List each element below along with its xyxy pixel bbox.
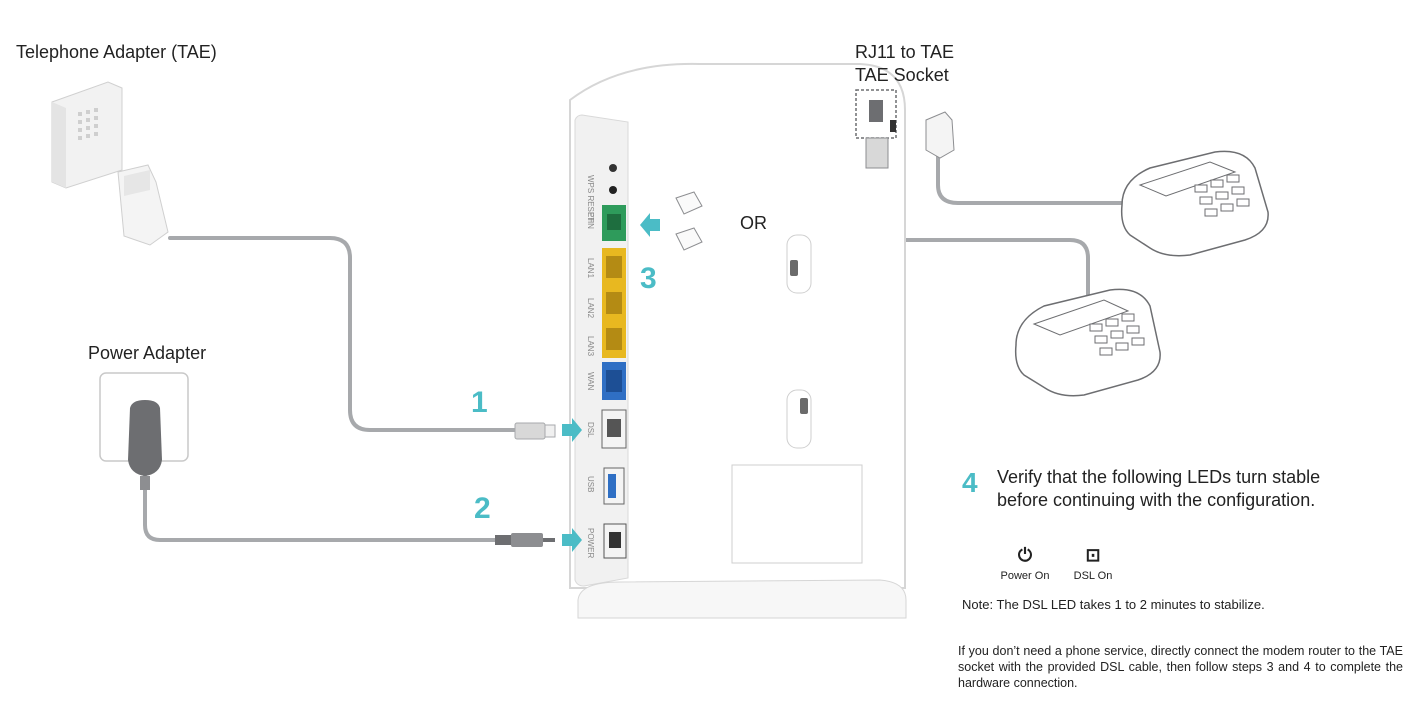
footer-text: If you don’t need a phone service, direc… [958,644,1403,690]
note-prefix: Note: [962,597,994,612]
phone-cable-lower [700,238,1090,302]
rj11-label: RJ11 to TAE [855,42,955,62]
svg-text:POWER: POWER [586,528,595,558]
power-icon: ⏻ [1017,545,1033,565]
telephone-icon-2 [1014,288,1161,397]
power-adapter-label: Power Adapter [88,343,207,363]
verify-instruction: Verify that the following LEDs turn stab… [997,467,1321,510]
svg-text:LAN2: LAN2 [586,298,595,319]
tae-socket-icon [51,81,169,246]
step-2-number: 2 [474,492,491,525]
step-3-number: 3 [640,262,657,295]
tae-plug-icon [925,111,955,159]
dsl-plug-icon [514,422,556,440]
power-adapter-icon [99,372,189,490]
dsl-led-label: DSL On [1073,570,1113,582]
note-body: The DSL LED takes 1 to 2 minutes to stab… [993,597,1265,612]
svg-text:LAN3: LAN3 [586,336,595,357]
svg-text:WPS RESET: WPS RESET [586,175,595,222]
dsl-led: ⊡ DSL On [1068,545,1118,582]
dsl-cable [168,236,517,432]
svg-text:PHN: PHN [586,212,595,229]
svg-text:WAN: WAN [586,372,595,391]
telephone-icon-1 [1120,150,1269,257]
telephone-adapter-label: Telephone Adapter (TAE) [16,42,217,62]
dsl-icon: ⊡ [1085,545,1101,565]
rj11-plug-icons [675,191,703,251]
svg-text:DSL: DSL [586,422,595,438]
svg-text:USB: USB [586,476,595,492]
phone-arrow-icon [640,213,660,237]
power-arrow-icon [562,528,582,552]
dsl-arrow-icon [562,418,582,442]
power-cable [143,468,497,542]
router-icon: WPS RESET PHN LAN1 LAN2 LAN3 WAN DSL USB… [569,62,907,619]
power-led-label: Power On [1000,570,1050,582]
svg-text:LAN1: LAN1 [586,258,595,279]
rj11-tae-adapter-icon [855,89,897,169]
power-led: ⏻ Power On [996,545,1054,582]
phone-cable-upper [936,148,1127,205]
or-label: OR [740,213,767,233]
note-text: Note: The DSL LED takes 1 to 2 minutes t… [962,597,1265,612]
tae-socket-label: TAE Socket [855,65,949,85]
step-4-number: 4 [962,467,978,498]
power-plug-icon [495,533,555,547]
step-1-number: 1 [471,386,488,419]
arrow-icons [562,213,660,552]
